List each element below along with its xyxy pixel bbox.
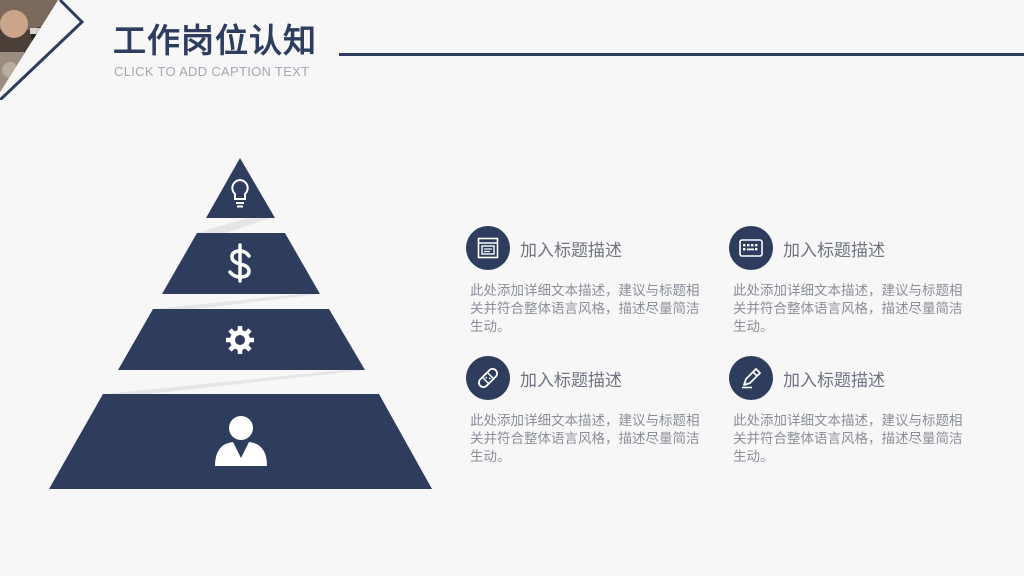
- person-icon: [215, 416, 267, 466]
- pyramid-level-1: [206, 158, 275, 218]
- info-card-4: 加入标题描述 此处添加详细文本描述，建议与标题相关并符合整体语言风格，描述尽量简…: [729, 356, 979, 466]
- dollar-icon: [228, 243, 251, 283]
- pencil-icon: [742, 368, 761, 389]
- page-title: 工作岗位认知: [113, 21, 317, 60]
- lightbulb-icon: [231, 178, 249, 208]
- info-card-1: 加入标题描述 此处添加详细文本描述，建议与标题相关并符合整体语言风格，描述尽量简…: [466, 226, 716, 336]
- pyramid-level-4: [49, 394, 432, 489]
- card-icon-3: [466, 356, 510, 400]
- info-card-3: 加入标题描述 此处添加详细文本描述，建议与标题相关并符合整体语言风格，描述尽量简…: [466, 356, 716, 466]
- card-desc-1: 此处添加详细文本描述，建议与标题相关并符合整体语言风格，描述尽量简洁生动。: [470, 283, 700, 335]
- card-title-4: 加入标题描述: [783, 370, 885, 391]
- card-desc-4: 此处添加详细文本描述，建议与标题相关并符合整体语言风格，描述尽量简洁生动。: [733, 413, 963, 465]
- gear-icon: [226, 326, 254, 354]
- bandage-icon: [478, 368, 498, 388]
- card-title-2: 加入标题描述: [783, 240, 885, 261]
- info-card-2: 加入标题描述 此处添加详细文本描述，建议与标题相关并符合整体语言风格，描述尽量简…: [729, 226, 979, 336]
- corner-photo: [0, 0, 84, 100]
- calendar-icon: [477, 237, 499, 259]
- keyboard-icon: [739, 239, 763, 257]
- page-subtitle: CLICK TO ADD CAPTION TEXT: [114, 64, 310, 79]
- card-desc-2: 此处添加详细文本描述，建议与标题相关并符合整体语言风格，描述尽量简洁生动。: [733, 283, 963, 335]
- title-rule: [339, 53, 1024, 56]
- card-icon-4: [729, 356, 773, 400]
- card-desc-3: 此处添加详细文本描述，建议与标题相关并符合整体语言风格，描述尽量简洁生动。: [470, 413, 700, 465]
- card-title-3: 加入标题描述: [520, 370, 622, 391]
- card-title-1: 加入标题描述: [520, 240, 622, 261]
- card-icon-1: [466, 226, 510, 270]
- card-icon-2: [729, 226, 773, 270]
